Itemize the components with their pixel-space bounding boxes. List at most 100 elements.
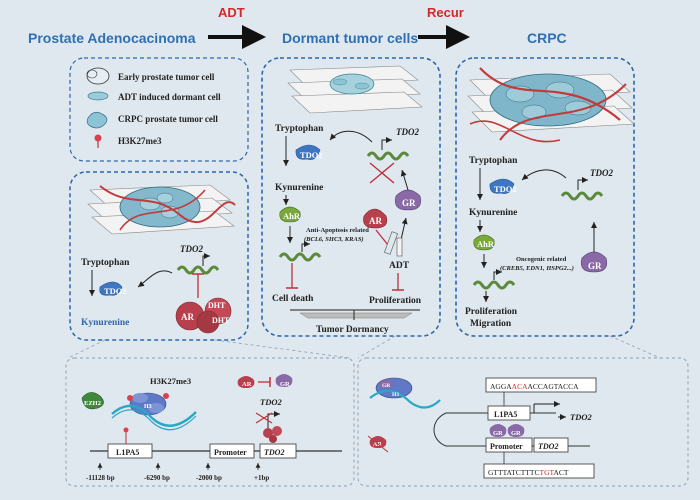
mid-ar-label: AR (369, 216, 382, 226)
br-gr-label-2: GR (511, 430, 521, 437)
br-gr-label-1: GR (493, 430, 503, 437)
br-tdo2-box (533, 437, 569, 453)
mid-ahr-icon (279, 206, 301, 223)
left-dht-label-2: DHT (212, 316, 230, 325)
br-promoter-box (485, 437, 533, 453)
bl-tdo2-box (259, 443, 297, 459)
br-tdo2-arrow-label: TDO2 (570, 412, 592, 422)
br-nucleosome (369, 377, 441, 409)
bl-tdo2-box-label: TDO2 (264, 448, 284, 457)
right-tdo2-protein-icon (489, 178, 515, 194)
left-tissue-illustration (87, 184, 236, 235)
bl-gr-icon (275, 374, 293, 387)
mid-gr-label: GR (402, 198, 416, 208)
left-tdo2-gene: TDO2 (180, 244, 203, 254)
middle-tissue-illustration (287, 65, 423, 114)
mid-tumor-dormancy: Tumor Dormancy (316, 325, 389, 335)
bl-nucleosome-h3: H3 (144, 404, 152, 410)
left-ar-label: AR (181, 312, 194, 322)
legend-label-crpc: CRPC prostate tumor cell (118, 114, 218, 124)
right-tdo2-gene: TDO2 (590, 168, 613, 178)
bl-tdo2-label: TDO2 (260, 397, 282, 407)
bottom-left-box (65, 357, 355, 487)
stage2-title: Dormant tumor cells (282, 30, 418, 46)
left-dna-helix (176, 265, 220, 275)
bl-gr-label: GR (280, 381, 290, 388)
bl-ar-label: AR (242, 381, 252, 388)
left-dht-label-1: DHT (208, 301, 226, 310)
mid-adt-inhibit-ar (375, 229, 389, 246)
bl-pos2: -6290 bp (144, 474, 170, 482)
br-seq2-box (483, 463, 595, 479)
bl-promoter-box (209, 443, 255, 459)
mid-anti-apoptosis: Anti-Apoptosis related (306, 227, 369, 234)
mid-dna-helix-top (366, 151, 410, 161)
dormant-cell-icon (87, 91, 109, 101)
bl-pos1: -11128 bp (86, 474, 115, 482)
bl-l1pa5-label: L1PA5 (116, 448, 139, 457)
right-gr-label: GR (588, 261, 602, 271)
mid-tdo2-protein-label: TDO2 (300, 150, 323, 160)
br-nuc-h3: H3 (392, 392, 399, 398)
stage3-title: CRPC (527, 30, 567, 46)
br-tdo2-box-label: TDO2 (538, 442, 558, 451)
tumor-dormancy-balance (290, 309, 420, 320)
bl-nucleosome (111, 392, 197, 431)
ezh2-icon (81, 392, 104, 410)
stage1-title: Prostate Adenocacinoma (28, 30, 196, 46)
right-dna-helix-bottom (472, 280, 516, 290)
right-dna-helix-top (560, 191, 604, 201)
left-tdo2-protein-icon (99, 281, 123, 296)
br-gr-icon-1 (489, 424, 507, 437)
bl-pos3: -2000 bp (196, 474, 222, 482)
mid-tss-arrow (381, 137, 392, 150)
right-tissue-illustration (467, 67, 635, 143)
adt-syringe-icon (383, 231, 403, 257)
right-curved-arrow (521, 169, 567, 181)
right-tdo2-protein-label: TDO2 (494, 184, 517, 194)
left-kynurenine: Kynurenine (81, 318, 129, 328)
h3k27me3-pin-icon (94, 134, 102, 148)
bottom-right-box (357, 357, 689, 487)
br-seq1: AGGAACAACCAGTACCA (490, 382, 579, 391)
right-oncogenic: Oncogenic related (516, 256, 567, 263)
bl-pos4: +1bp (254, 474, 269, 482)
early-tumor-cell-icon (86, 67, 110, 85)
br-seq1-box (485, 377, 597, 393)
legend-label-h3k27me3: H3K27me3 (118, 136, 162, 146)
mid-ar-icon (363, 208, 388, 229)
mid-curved-arrow (329, 130, 373, 143)
bl-ar-dht-small (263, 426, 282, 443)
mid-kynurenine: Kynurenine (275, 183, 323, 193)
br-promoter-label: Promoter (490, 442, 523, 451)
bl-promoter-label: Promoter (214, 448, 247, 457)
right-migration: Migration (470, 319, 512, 329)
br-ar-label: AR (373, 442, 382, 448)
crpc-cell-icon (86, 111, 108, 129)
right-proliferation: Proliferation (465, 307, 518, 317)
right-oncogenic-genes: (CREB5, EDN1, HSPG2...) (500, 265, 574, 272)
left-tss-arrow (202, 253, 210, 266)
mid-cross-line-2 (369, 162, 395, 184)
left-curved-arrow (137, 270, 173, 288)
right-ahr-icon (473, 234, 495, 251)
mid-dna-helix-bottom (278, 252, 322, 262)
mid-adt: ADT (389, 261, 410, 271)
br-ar-icon (369, 436, 387, 448)
recur-arrow-label: Recur (427, 5, 464, 20)
mid-ahr-label: AhR (283, 211, 301, 221)
left-panel (69, 171, 249, 341)
adt-arrow-label: ADT (218, 5, 245, 20)
br-gr-icon-2 (507, 424, 525, 437)
legend-box (69, 57, 249, 162)
left-tdo2-protein-label: TDO2 (104, 286, 127, 296)
right-tryptophan: Tryptophan (469, 156, 518, 166)
right-ahr-label: AhR (477, 239, 495, 249)
left-tryptophan: Tryptophan (81, 258, 130, 268)
mid-proliferation: Proliferation (369, 296, 422, 306)
legend-label-dormant: ADT induced dormant cell (118, 92, 221, 102)
mid-tryptophan: Tryptophan (275, 124, 324, 134)
br-seq2: GTTTATCTTTCTGTACT (488, 468, 569, 477)
